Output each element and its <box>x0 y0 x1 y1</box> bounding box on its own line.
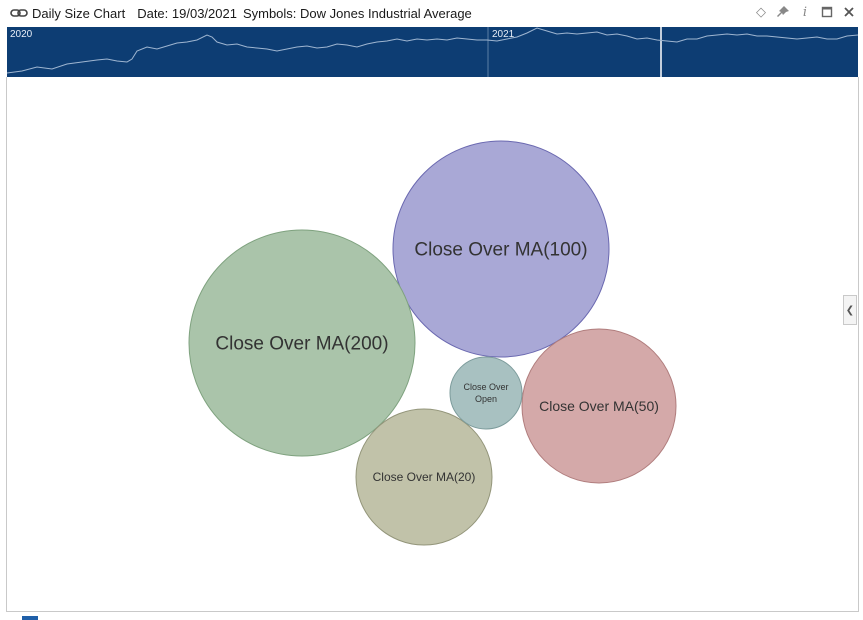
window-controls: ◇ i <box>753 3 857 21</box>
window-title: Daily Size Chart <box>32 5 126 21</box>
close-icon[interactable] <box>841 3 857 21</box>
bottom-tab-indicator <box>22 616 38 620</box>
link-icon[interactable] <box>10 7 28 19</box>
symbols-label: Symbols: Dow Jones Industrial Average <box>242 5 472 21</box>
bubble[interactable] <box>521 328 677 484</box>
bubble-label: Close Over MA(200) <box>215 334 388 355</box>
bubble[interactable] <box>188 229 416 457</box>
maximize-icon[interactable] <box>819 3 835 21</box>
date-label: Date: 19/03/2021 <box>137 5 237 21</box>
info-icon[interactable]: i <box>802 4 808 20</box>
bubble-label: Close Over MA(50) <box>539 398 659 414</box>
pin-icon[interactable] <box>775 3 791 21</box>
diamond-icon[interactable]: ◇ <box>756 4 766 19</box>
bubble[interactable] <box>392 140 610 358</box>
navigator-year-label: 2021 <box>492 29 515 40</box>
collapse-panel-handle[interactable]: ❮ <box>843 295 857 325</box>
bubble-label: Close Over MA(20) <box>373 470 476 484</box>
bubble[interactable] <box>355 408 493 546</box>
bubble[interactable] <box>449 356 523 430</box>
time-navigator[interactable]: 2020 2021 <box>7 27 858 77</box>
title-bar: Daily Size Chart Date: 19/03/2021 Symbol… <box>0 0 863 26</box>
bubble-chart-area: Close Over MA(100) Close Over MA(200) Clos… <box>6 77 859 612</box>
navigator-sparkline <box>7 27 858 77</box>
chevron-left-icon: ❮ <box>845 304 855 316</box>
navigator-year-label: 2020 <box>10 29 33 40</box>
bubble-chart: Close Over MA(100) Close Over MA(200) Clos… <box>188 140 677 546</box>
bubble-label: Close Over MA(100) <box>414 240 587 261</box>
